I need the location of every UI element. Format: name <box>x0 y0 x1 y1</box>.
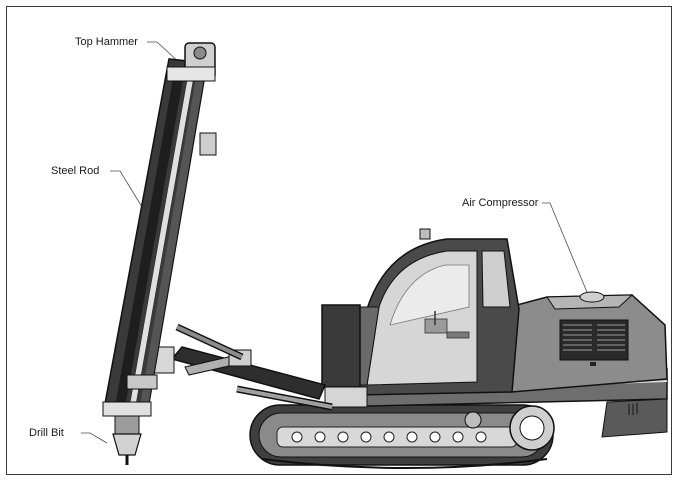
drill-mast <box>103 58 217 416</box>
drill-bit <box>102 401 152 465</box>
air-compressor-housing <box>501 291 668 438</box>
air-compressor-leader <box>542 202 590 298</box>
top-hammer-leader <box>147 41 183 66</box>
track-rollers <box>291 431 487 443</box>
drill-rig-illustration <box>81 41 668 469</box>
steel-rod-leader <box>110 170 143 208</box>
boom-arm <box>151 323 333 411</box>
boom-base-block <box>321 304 368 408</box>
crawler-track <box>249 404 555 469</box>
label-top-hammer: Top Hammer <box>75 36 138 48</box>
label-air-compressor: Air Compressor <box>462 197 539 209</box>
leader-lines <box>81 41 590 444</box>
diagram-frame: Top Hammer Steel Rod Air Compressor Dril… <box>6 6 672 475</box>
label-drill-bit: Drill Bit <box>29 427 64 439</box>
label-steel-rod: Steel Rod <box>51 165 100 177</box>
operator-cab <box>356 228 520 396</box>
drill-bit-leader <box>81 432 108 444</box>
top-hammer <box>166 42 216 82</box>
